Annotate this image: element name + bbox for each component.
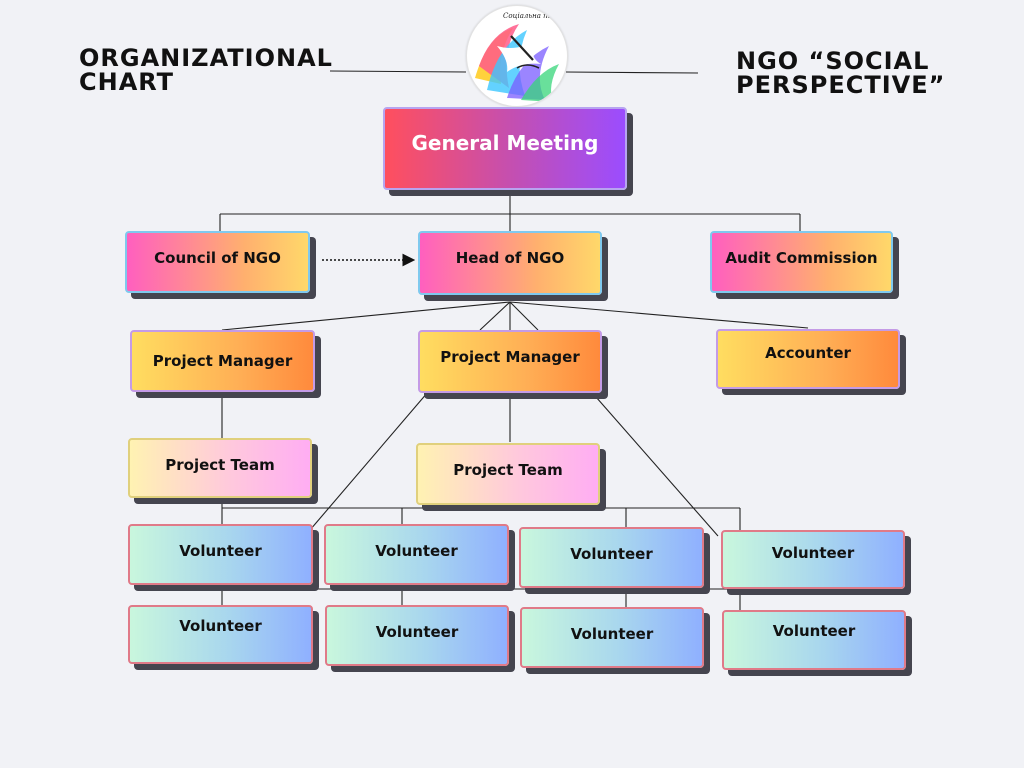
volunteer-node: Volunteer: [128, 605, 313, 664]
project-manager-left-node: Project Manager: [130, 330, 315, 392]
project-manager-center-label: Project Manager: [440, 348, 580, 366]
volunteer-label: Volunteer: [771, 544, 855, 562]
project-team-center-label: Project Team: [453, 461, 563, 479]
volunteer-node: Volunteer: [519, 527, 704, 588]
audit-commission-node: Audit Commission: [710, 231, 893, 293]
general-meeting-label: General Meeting: [411, 131, 599, 155]
council-of-ngo-label: Council of NGO: [154, 249, 281, 267]
volunteer-label: Volunteer: [375, 623, 459, 641]
accounter-node: Accounter: [716, 329, 900, 389]
ngo-logo: Соціальна перспектива: [466, 5, 568, 107]
general-meeting-node: General Meeting: [383, 107, 627, 190]
volunteer-node: Volunteer: [324, 524, 509, 585]
project-manager-left-label: Project Manager: [152, 352, 293, 370]
volunteer-label: Volunteer: [179, 617, 262, 635]
volunteer-label: Volunteer: [179, 542, 262, 560]
volunteer-label: Volunteer: [570, 625, 654, 643]
volunteer-node: Volunteer: [722, 610, 906, 670]
audit-commission-label: Audit Commission: [725, 249, 878, 267]
organization-name: NGO “SOCIAL PERSPECTIVE”: [736, 47, 946, 99]
accounter-label: Accounter: [765, 344, 851, 362]
head-of-ngo-node: Head of NGO: [418, 231, 602, 295]
volunteer-label: Volunteer: [772, 622, 856, 640]
council-of-ngo-node: Council of NGO: [125, 231, 310, 293]
project-team-left-node: Project Team: [128, 438, 312, 498]
volunteer-node: Volunteer: [721, 530, 905, 589]
project-team-center-node: Project Team: [416, 443, 600, 505]
head-of-ngo-label: Head of NGO: [455, 249, 565, 267]
volunteer-node: Volunteer: [128, 524, 313, 585]
logo-text: Соціальна перспектива: [503, 12, 567, 20]
volunteer-label: Volunteer: [570, 545, 653, 563]
volunteer-label: Volunteer: [375, 542, 458, 560]
chart-title: ORGANIZATIONAL CHART: [79, 44, 333, 96]
volunteer-node: Volunteer: [520, 607, 704, 668]
project-manager-center-node: Project Manager: [418, 330, 602, 393]
logo-emblem-icon: Соціальна перспектива: [475, 12, 567, 102]
volunteer-node: Volunteer: [325, 605, 509, 666]
project-team-left-label: Project Team: [165, 456, 275, 474]
